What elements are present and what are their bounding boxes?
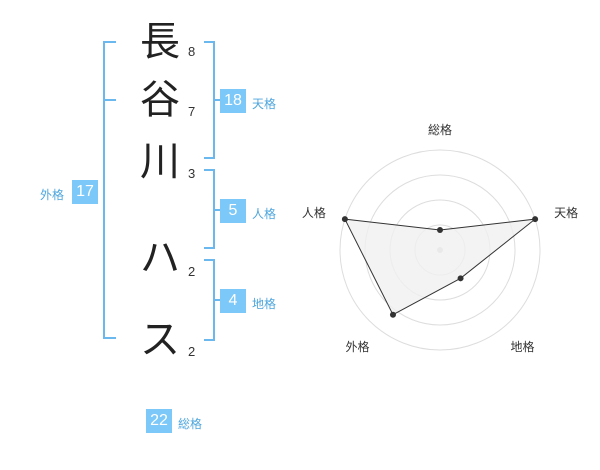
radar-point-2 (532, 216, 539, 223)
soukaku-label: 総格 (178, 417, 203, 431)
soukaku-value: 22 (146, 409, 172, 433)
radar-axis-label-3: 地格 (511, 339, 535, 354)
radar-axis-label-1: 総格 (428, 122, 452, 137)
radar-polygon (344, 218, 537, 316)
jinkaku-label: 人格 (252, 207, 277, 221)
gaikaku-bracket (103, 41, 116, 339)
stroke-count-2: 7 (188, 104, 196, 119)
name-char-3: 川 (140, 139, 180, 185)
radar-axis-label-2: 天格 (554, 205, 578, 220)
stroke-count-4: 2 (188, 264, 196, 279)
name-char-1: 長 (140, 19, 180, 65)
name-char-2: 谷 (140, 77, 180, 123)
tenkaku-value: 18 (220, 89, 246, 113)
chikaku-label: 地格 (252, 297, 277, 311)
gaikaku-value: 17 (72, 180, 98, 204)
radar-point-3 (457, 275, 464, 282)
name-char-5: ス (140, 317, 180, 363)
radar-point-1 (437, 227, 443, 233)
radar-axis-label-5: 人格 (302, 205, 326, 220)
stroke-count-5: 2 (188, 344, 196, 359)
jinkaku-value: 5 (220, 199, 246, 223)
chikaku-value: 4 (220, 289, 246, 313)
radar-point-5 (341, 216, 348, 223)
radar-ring-4 (339, 149, 541, 351)
gaikaku-label: 外格 (40, 188, 65, 202)
stroke-count-1: 8 (188, 44, 196, 59)
name-char-4: ハ (140, 235, 180, 281)
stroke-count-3: 3 (188, 166, 196, 181)
tenkaku-label: 天格 (252, 97, 277, 111)
radar-point-4 (389, 311, 396, 318)
radar-axis-label-4: 外格 (345, 339, 369, 354)
